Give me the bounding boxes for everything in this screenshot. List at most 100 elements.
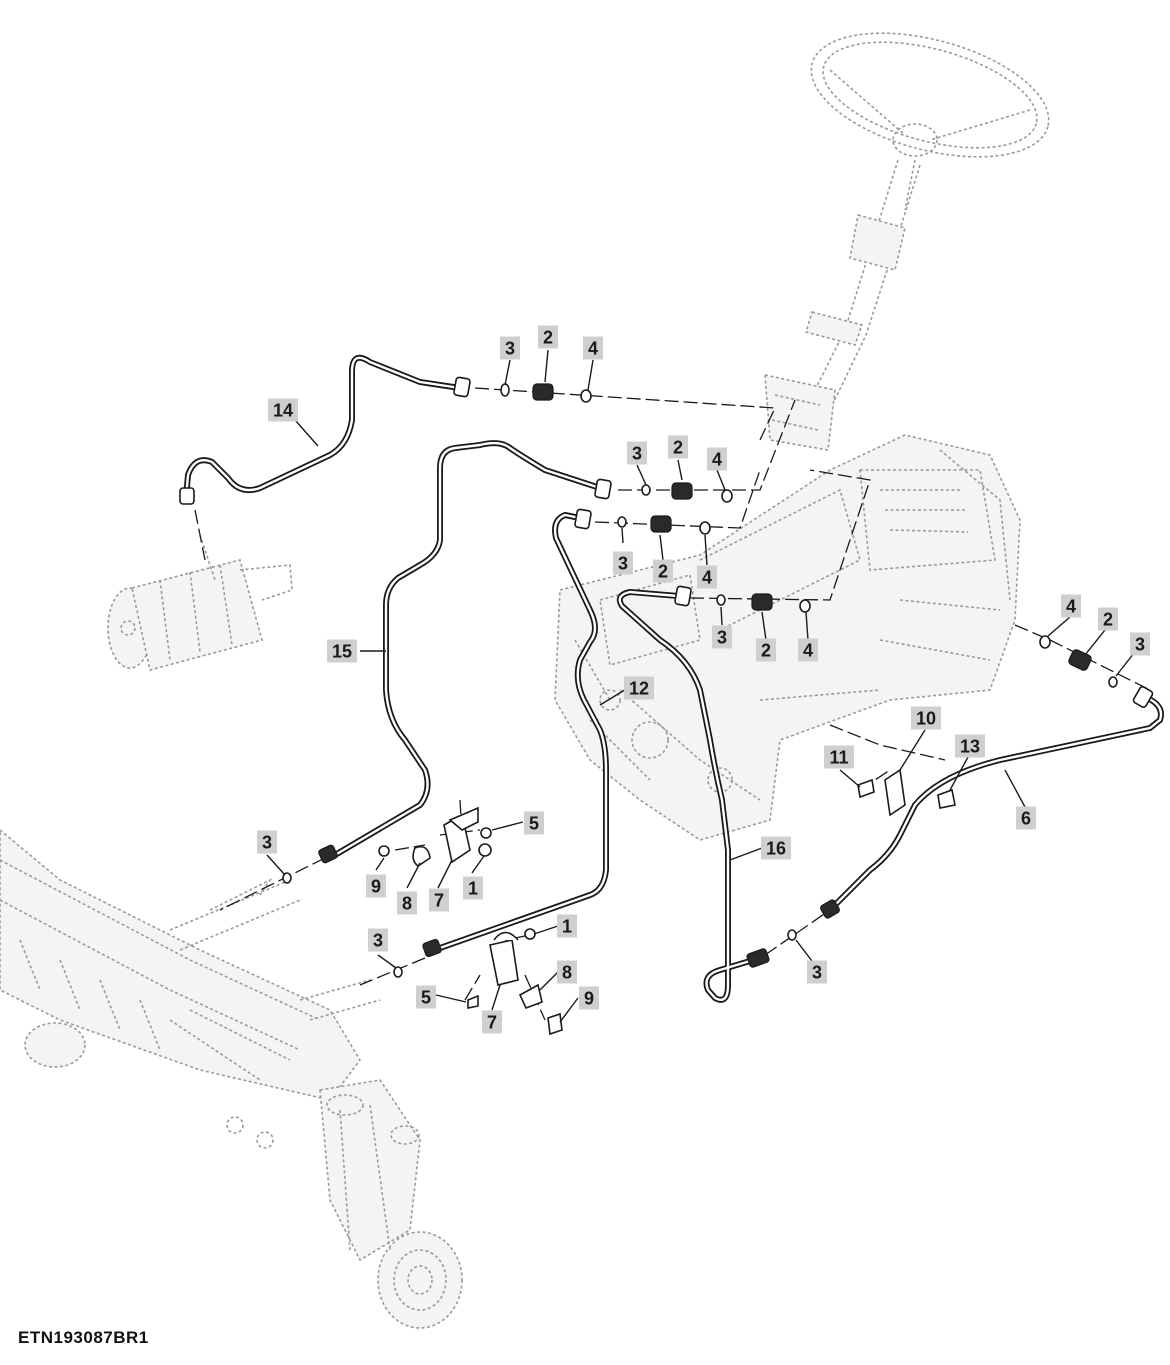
callout-label: 4 [588,339,598,359]
callout-box [429,888,449,912]
clamp-group-lower [467,928,563,1036]
callout-c12: 12 [624,676,654,700]
callout-label: 3 [812,963,822,983]
callout-label: 3 [373,931,383,951]
callout-label: 1 [562,917,572,937]
bracket-10-group [857,768,956,817]
callout-c13: 13 [955,734,985,758]
callout-label: 14 [273,401,293,421]
callout-box [761,836,791,860]
callout-box [257,830,277,854]
callout-box [697,565,717,589]
callout-c10: 10 [911,706,941,730]
callout-c3a: 3 [500,336,520,360]
callout-c3f: 3 [257,830,277,854]
callout-box [756,638,776,662]
callout-c8b: 8 [557,960,577,984]
callout-c4e: 4 [1061,594,1081,618]
callout-box [583,336,603,360]
callout-c3g: 3 [368,928,388,952]
callout-box [463,876,483,900]
callout-c5a: 5 [524,811,544,835]
callout-c9a: 9 [366,874,386,898]
callout-c2b: 2 [668,435,688,459]
front-axle-ghost [0,828,463,1329]
callout-label: 2 [658,562,668,582]
callout-c3h: 3 [807,960,827,984]
callout-box [1098,607,1118,631]
callout-box [653,559,673,583]
callout-c14: 14 [268,398,298,422]
callout-box [500,336,520,360]
pipe-15 [332,440,603,858]
callout-c7a: 7 [429,888,449,912]
callout-c16: 16 [761,836,791,860]
callout-c4c: 4 [697,565,717,589]
callout-label: 10 [916,709,936,729]
callout-c6: 6 [1016,806,1036,830]
callout-label: 2 [1103,610,1113,630]
callout-label: 4 [702,568,712,588]
callout-label: 3 [262,833,272,853]
pipe-16 [616,589,763,1003]
callout-label: 5 [529,814,539,834]
callout-box [955,734,985,758]
callout-c1a: 1 [463,876,483,900]
transmission-housing-ghost [554,434,1021,841]
callout-box [397,891,417,915]
callout-c5b: 5 [416,985,436,1009]
callout-c7b: 7 [482,1010,502,1034]
steering-column-ghost [764,159,921,451]
callout-label: 11 [829,748,848,768]
callout-label: 3 [1135,635,1145,655]
callout-label: 7 [434,891,444,911]
callout-c8a: 8 [397,891,417,915]
pipe-14 [183,354,463,501]
callout-c3e: 3 [1130,632,1150,656]
callout-c2a: 2 [538,325,558,349]
callout-label: 4 [1066,597,1076,617]
callout-box [557,914,577,938]
callout-label: 15 [332,642,352,662]
callout-box [613,551,633,575]
callout-label: 8 [402,894,412,914]
callout-box [366,874,386,898]
callout-c4a: 4 [583,336,603,360]
callout-box [368,928,388,952]
callout-label: 8 [562,963,572,983]
fittings [179,376,1154,978]
callout-label: 3 [505,339,515,359]
callout-label: 4 [803,641,813,661]
callout-label: 5 [421,988,431,1008]
callout-label: 2 [761,641,771,661]
figure-code: ETN193087BR1 [18,1328,149,1347]
callout-c11: 11 [824,745,854,769]
pipe-6 [832,694,1164,908]
callout-c2d: 2 [756,638,776,662]
callout-box [1061,594,1081,618]
callout-box [268,398,298,422]
callout-c4b: 4 [707,447,727,471]
callout-box [538,325,558,349]
callout-box [524,811,544,835]
callout-box [1016,806,1036,830]
steering-cylinder-ghost [107,534,293,671]
callout-c9b: 9 [579,986,599,1010]
alignment-lines [194,387,1151,1021]
callout-box [712,625,732,649]
callout-label: 3 [618,554,628,574]
callout-box [557,960,577,984]
callout-c2e: 2 [1098,607,1118,631]
callout-label: 3 [632,444,642,464]
callout-c3d: 3 [712,625,732,649]
callout-label: 13 [960,737,980,757]
clamp-group-upper [378,806,492,867]
callout-box [707,447,727,471]
callout-box [482,1010,502,1034]
callout-label: 1 [468,879,478,899]
callout-label: 6 [1021,809,1031,829]
steering-wheel-ghost [810,32,1050,211]
callout-box [911,706,941,730]
